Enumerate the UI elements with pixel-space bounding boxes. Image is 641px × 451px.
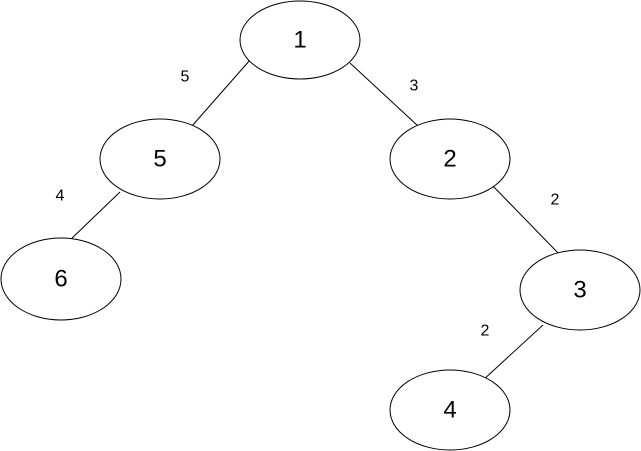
node-3[interactable]: 3 [519,249,641,331]
node-5-label: 5 [153,146,166,173]
edge-1-5 [191,59,251,127]
node-1-label: 1 [293,27,306,54]
node-6-label: 6 [54,266,67,293]
node-4[interactable]: 4 [389,369,511,451]
node-4-label: 4 [443,397,456,424]
edge-5-6 [68,191,121,242]
node-1[interactable]: 1 [239,0,361,80]
node-3-ellipse [519,249,641,331]
edge-1-2 [349,62,419,127]
edge-weight-1-2: 3 [410,78,419,95]
edge-weight-3-4: 2 [481,323,490,340]
edge-weight-5-6: 4 [56,188,65,205]
node-6-ellipse [0,237,122,321]
edges-layer [68,59,562,382]
edge-3-4 [481,324,544,382]
node-5-ellipse [99,118,221,200]
edge-weight-2-3: 2 [551,192,560,209]
edge-weight-1-5: 5 [181,69,190,86]
node-2[interactable]: 2 [389,118,511,200]
node-6[interactable]: 6 [0,237,122,321]
node-1-ellipse [239,0,361,80]
node-3-label: 3 [573,277,586,304]
node-2-ellipse [389,118,511,200]
node-2-label: 2 [443,146,456,173]
edge-2-3 [490,183,562,257]
edge-weights-layer: 5 3 4 2 2 [56,69,560,340]
node-4-ellipse [389,369,511,451]
node-5[interactable]: 5 [99,118,221,200]
